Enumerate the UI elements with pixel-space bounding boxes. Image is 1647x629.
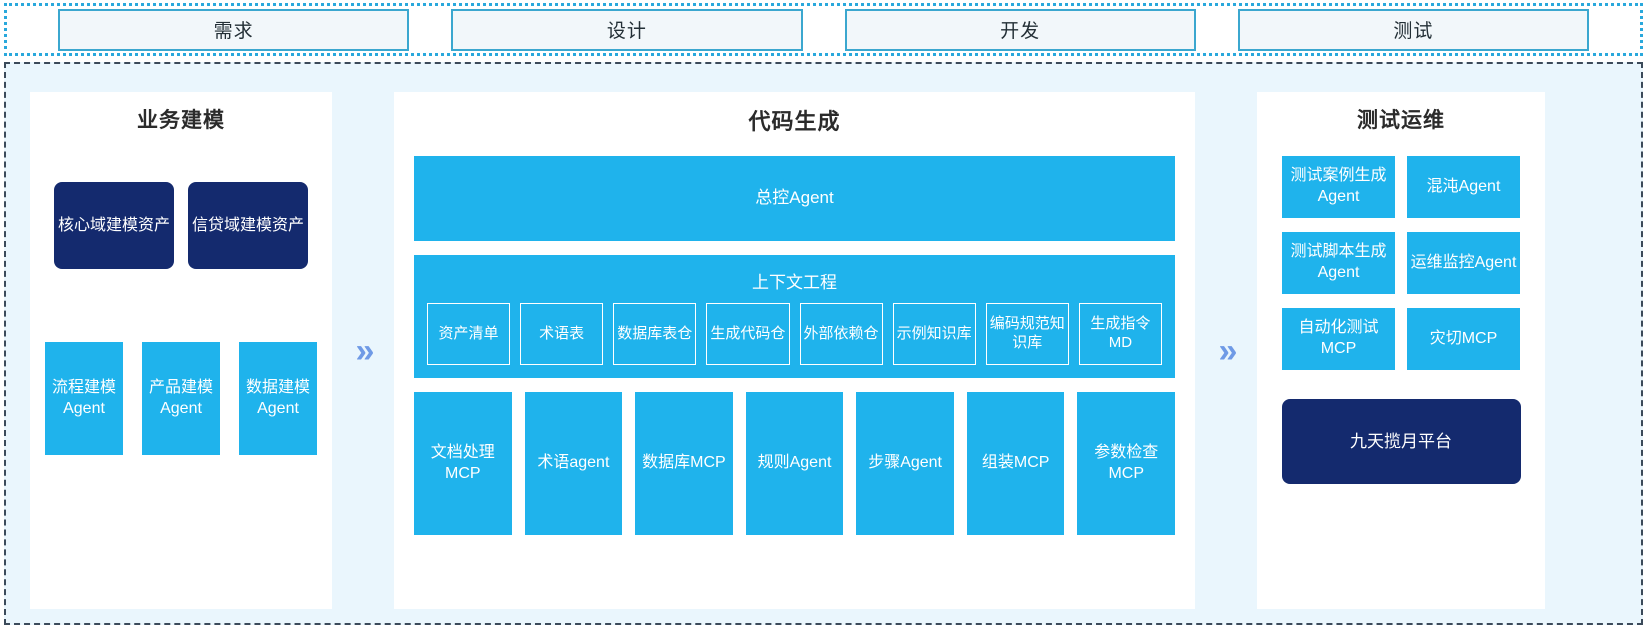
platform-jiutian-lanyue[interactable]: 九天揽月平台 [1281,399,1521,484]
context-item-glossary[interactable]: 术语表 [520,303,604,365]
tool-glossary-agent[interactable]: 术语agent [524,392,623,535]
business-agents-group: 流程建模Agent 产品建模Agent 数据建模Agent [45,342,317,455]
agent-process-modeling[interactable]: 流程建模Agent [45,342,123,455]
phase-item-requirements[interactable]: 需求 [58,8,410,51]
main-area: 业务建模 核心域建模资产 信贷域建模资产 流程建模Agent 产品建模Agent… [4,62,1643,625]
agent-product-modeling[interactable]: 产品建模Agent [142,342,220,455]
panel-title-test-operations: 测试运维 [1357,109,1445,132]
code-generation-tools-row: 文档处理MCP 术语agent 数据库MCP 规则Agent 步骤Agent 组… [414,392,1176,535]
asset-core-domain[interactable]: 核心域建模资产 [54,182,174,269]
tool-assembly-mcp[interactable]: 组装MCP [966,392,1065,535]
panel-title-business-modeling: 业务建模 [137,109,225,132]
panel-code-generation: 代码生成 总控Agent 上下文工程 资产清单 术语表 数据库表仓 生成代码仓 … [394,92,1195,609]
panel-title-code-generation: 代码生成 [748,109,841,134]
context-item-example-knowledge-base[interactable]: 示例知识库 [892,303,976,365]
item-ops-monitoring-agent[interactable]: 运维监控Agent [1407,232,1520,294]
tool-parameter-check-mcp[interactable]: 参数检查MCP [1077,392,1176,535]
phase-label: 开发 [1000,21,1041,42]
phase-label: 需求 [213,21,254,42]
tool-rule-agent[interactable]: 规则Agent [745,392,844,535]
context-item-db-table-repo[interactable]: 数据库表仓 [613,303,697,365]
item-test-script-generation-agent[interactable]: 测试脚本生成Agent [1282,232,1395,294]
code-generation-content: 总控Agent 上下文工程 资产清单 术语表 数据库表仓 生成代码仓 外部依赖仓… [394,146,1195,535]
context-engineering-title: 上下文工程 [752,273,837,292]
phase-label: 设计 [606,21,647,42]
panel-business-modeling: 业务建模 核心域建模资产 信贷域建模资产 流程建模Agent 产品建模Agent… [30,92,332,609]
tool-database-mcp[interactable]: 数据库MCP [635,392,733,535]
item-test-case-generation-agent[interactable]: 测试案例生成Agent [1282,156,1395,218]
phase-item-development[interactable]: 开发 [844,8,1196,51]
tool-document-processing-mcp[interactable]: 文档处理MCP [414,392,512,535]
context-items-row: 资产清单 术语表 数据库表仓 生成代码仓 外部依赖仓 示例知识库 编码规范知识库… [427,303,1162,365]
context-item-generated-code-repo[interactable]: 生成代码仓 [706,303,790,365]
context-engineering-block: 上下文工程 资产清单 术语表 数据库表仓 生成代码仓 外部依赖仓 示例知识库 编… [414,255,1175,378]
phase-label: 测试 [1393,21,1434,42]
chevron-right-icon-2: » [1218,331,1238,370]
asset-credit-domain[interactable]: 信贷域建模资产 [188,182,308,269]
context-item-external-dependency-repo[interactable]: 外部依赖仓 [799,303,883,365]
phase-strip: 需求 设计 开发 测试 [4,3,1643,56]
context-item-coding-standard-knowledge-base[interactable]: 编码规范知识库 [985,303,1069,365]
phase-item-design[interactable]: 设计 [451,8,803,51]
tool-step-agent[interactable]: 步骤Agent [856,392,954,535]
context-item-asset-list[interactable]: 资产清单 [427,303,511,365]
business-assets-group: 核心域建模资产 信贷域建模资产 [54,182,308,269]
test-operations-grid: 测试案例生成Agent 混沌Agent 测试脚本生成Agent 运维监控Agen… [1282,156,1520,370]
panel-test-operations: 测试运维 测试案例生成Agent 混沌Agent 测试脚本生成Agent 运维监… [1257,92,1545,609]
phase-item-testing[interactable]: 测试 [1237,8,1589,51]
master-agent-bar[interactable]: 总控Agent [414,156,1175,241]
item-disaster-switch-mcp[interactable]: 灾切MCP [1407,308,1520,370]
item-automated-test-mcp[interactable]: 自动化测试MCP [1282,308,1395,370]
chevron-right-icon-1: » [355,331,375,370]
item-chaos-agent[interactable]: 混沌Agent [1407,156,1520,218]
agent-data-modeling[interactable]: 数据建模Agent [239,342,317,455]
context-item-generation-instruction-md[interactable]: 生成指令MD [1078,303,1162,365]
